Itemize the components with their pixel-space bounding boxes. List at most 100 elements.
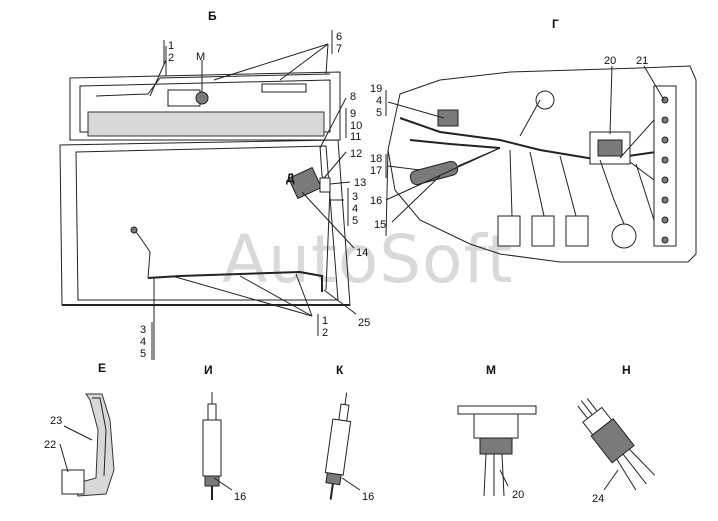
- view-g-title: Г: [552, 17, 559, 31]
- cable-core: [92, 397, 107, 477]
- leader-23: [63, 425, 93, 441]
- callout-16-i: 16: [234, 491, 246, 503]
- callout-4: 4: [352, 203, 358, 215]
- leader-1-2-low-b: [239, 275, 313, 317]
- grommet-wire: [519, 99, 541, 137]
- branch-bundle: [409, 139, 501, 149]
- relay-3: [565, 215, 589, 247]
- connector-k-collar: [325, 472, 342, 486]
- connector-block: [589, 131, 631, 165]
- callout-4-g: 4: [376, 95, 382, 107]
- leader-1-2-low-c: [295, 273, 313, 317]
- callout-16: 16: [370, 195, 382, 207]
- detail-m-title: М: [486, 363, 496, 377]
- leader-20-m: [499, 469, 509, 487]
- terminal-strip: [653, 85, 677, 247]
- left-wire-end: [130, 226, 138, 234]
- callout-20-m: 20: [512, 489, 524, 501]
- callout-2-low: 2: [322, 327, 328, 339]
- connector-d: [287, 166, 323, 200]
- left-wire-drop: [135, 231, 151, 279]
- lamp-wires: [483, 453, 505, 497]
- cab-lamp-socket: [195, 91, 209, 105]
- leader-1-2-b: [149, 59, 167, 97]
- panel-grommet: [535, 90, 555, 110]
- leader-6-a: [213, 43, 329, 81]
- callout-3-low: 3: [140, 324, 146, 336]
- leader-6-c: [325, 43, 329, 75]
- panel-edge: [385, 149, 389, 237]
- roof-beam: [87, 111, 325, 137]
- view-g-panel: Г: [370, 17, 697, 263]
- callout-7: 7: [336, 43, 342, 55]
- leader-18: [387, 165, 421, 171]
- connector-n-wires-bottom: [616, 448, 656, 491]
- callout-m: М: [196, 51, 205, 63]
- detail-e-title: Е: [98, 361, 106, 375]
- callout-5-g: 5: [376, 107, 382, 119]
- callout-4-low: 4: [140, 336, 146, 348]
- callout-21: 21: [636, 55, 648, 67]
- terminal-6: [661, 196, 669, 204]
- leader-6-b: [279, 43, 329, 81]
- terminal-2: [661, 116, 669, 124]
- terminal-wire-c: [635, 163, 655, 221]
- cab-roof-panel: [69, 71, 341, 141]
- callout-3: 3: [352, 191, 358, 203]
- connector-n-wires-top: [577, 398, 598, 419]
- callout-9: 9: [350, 108, 356, 120]
- callout-6: 6: [336, 31, 342, 43]
- leader-8: [319, 97, 347, 149]
- leader-21: [643, 65, 665, 101]
- detail-k-title: К: [336, 363, 344, 377]
- terminal-3: [661, 136, 669, 144]
- callout-18: 18: [370, 153, 382, 165]
- lamp-flange: [457, 405, 537, 415]
- leader-16: [385, 147, 501, 201]
- terminal-4: [661, 156, 669, 164]
- connector-k-body: [324, 418, 352, 476]
- connector-k-top: [338, 403, 350, 422]
- callout-13: 13: [354, 177, 366, 189]
- leader-25: [323, 289, 357, 315]
- callout-12: 12: [350, 148, 362, 160]
- cab-lamp: [167, 89, 201, 107]
- connector-i-top: [207, 403, 217, 421]
- detail-e: Е 23 22: [44, 361, 115, 497]
- leader-1-2-low-a: [171, 275, 313, 317]
- detail-m: М 20: [457, 363, 537, 501]
- connector-pins: [597, 139, 623, 157]
- terminal-wire-b: [629, 161, 655, 181]
- callout-20: 20: [604, 55, 616, 67]
- callout-14: 14: [356, 247, 368, 259]
- roof-clip: [261, 83, 307, 93]
- relay-wire-2: [529, 151, 545, 217]
- leader-19: [387, 101, 445, 119]
- callout-24: 24: [592, 493, 604, 505]
- lamp-housing: [473, 413, 519, 439]
- bottom-grommet: [611, 223, 637, 249]
- leader-15: [391, 175, 441, 223]
- relay-2: [531, 215, 555, 247]
- callout-22: 22: [44, 439, 56, 451]
- leader-14: [301, 191, 355, 249]
- terminal-8: [661, 236, 669, 244]
- callout-15: 15: [374, 219, 386, 231]
- callout-16-k: 16: [362, 491, 374, 503]
- callout-8: 8: [350, 91, 356, 103]
- leader-16-k: [341, 477, 361, 491]
- callout-19: 19: [370, 83, 382, 95]
- view-b-cab: Б: [59, 9, 370, 360]
- leader-13: [329, 181, 351, 185]
- connector-i-collar: [204, 475, 220, 487]
- relay-wire-4: [599, 159, 625, 225]
- callout-1-low: 1: [322, 315, 328, 327]
- lamp-socket: [479, 437, 513, 455]
- leader-20: [609, 65, 613, 135]
- terminal-7: [661, 216, 669, 224]
- leader-22: [59, 443, 69, 473]
- callout-2: 2: [168, 52, 174, 64]
- relay-wire-3: [559, 155, 577, 217]
